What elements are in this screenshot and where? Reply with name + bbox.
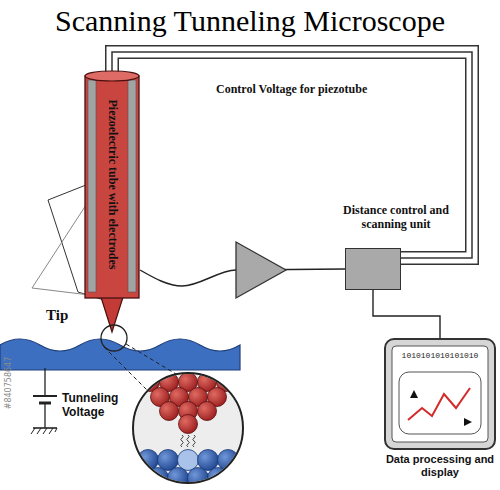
title: Scanning Tunneling Microscope [0,4,500,38]
zoom-leader [104,347,148,391]
surface-atom [178,450,199,471]
surface-atom [238,450,259,471]
surface-atom [198,450,219,471]
ground-hatch [43,428,47,434]
zoom-circle [133,373,243,483]
surface-atom [198,486,219,490]
connector-line [112,52,472,258]
screen [392,346,488,442]
zoom-circle-ground [133,373,243,483]
surface-atom [228,468,249,489]
voltage-source [31,368,57,434]
connector-line [373,290,440,338]
ground-hatch [37,428,41,434]
surface-atom [168,468,189,489]
connector-line [112,52,472,258]
unit-label: Distance control and scanning unit [334,203,458,231]
ground-line [33,427,57,429]
ground-hatch [49,428,53,434]
surface-atom [118,450,139,471]
surface-atom [218,486,239,490]
tip-label: Tip [46,307,68,324]
connector-line [112,52,472,258]
surface-atom [238,486,259,490]
display-label: Data processing and display [384,453,496,479]
sample-surface [0,339,240,370]
piezo-tube: Piezoelectric tube with electrodes [84,70,140,298]
surface-atom [158,450,179,471]
tip-atom [179,415,198,434]
tube-top [85,71,139,81]
data-wire [373,290,440,338]
surface-atom [178,486,199,490]
battery-plate [33,395,57,397]
electrode [88,80,96,292]
surface-atom [128,468,149,489]
tip-atom [160,402,179,421]
surface-atom [138,450,159,471]
atom-view [118,373,259,490]
display-monitor: 1010101010101010Data processing and disp… [384,338,496,450]
control-bus [112,52,472,258]
binary-readout: 1010101010101010 [384,351,496,361]
tip-atom [198,402,217,421]
axis-arrow [464,418,472,426]
tunneling-current [193,435,196,447]
wire [44,368,45,396]
electrode [128,80,136,292]
ground-hatch [55,428,57,432]
surface-atom [118,486,139,490]
amplifier-symbol [236,242,286,298]
surface-atom [158,486,179,490]
graph-frame [399,372,481,434]
control-unit: Distance control and scanning unit [345,248,401,290]
watermark: #840758647 [4,343,14,423]
tunneling-current [187,435,190,447]
surface-atom [138,486,159,490]
tunneling-current [181,435,184,447]
surface-atom [188,468,209,489]
tube-body [85,76,139,298]
axis-arrow [410,390,418,398]
voltage-label: Tunneling Voltage [62,391,134,419]
edge-label: Control Voltage for piezotube [214,82,369,96]
monitor-bezel [385,339,495,449]
tube-label: Piezoelectric tube with electrodes [106,89,119,279]
ground-hatch [31,428,35,434]
wire [44,403,45,428]
zoom-marker [101,325,127,351]
surface-atom [218,450,239,471]
graph-line [408,388,470,420]
